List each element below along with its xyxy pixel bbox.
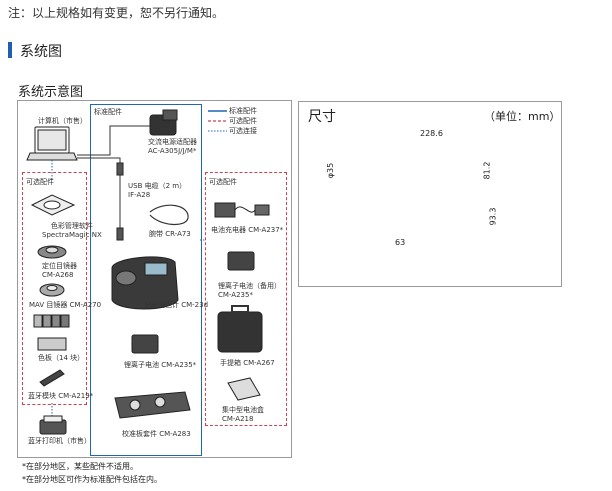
device-label: 分光测色计 CM-23d [144, 301, 209, 309]
color-tiles-icon [33, 314, 70, 328]
dimensions-title: 尺寸 [308, 109, 336, 125]
usb-cable-icon [116, 162, 124, 241]
mav-mask-label: MAV 目镜器 CM-A270 [29, 301, 102, 309]
target-mask-icon [37, 245, 67, 259]
spare-battery-icon [227, 251, 255, 271]
legend-optional-conn: 可选连接 [229, 127, 257, 135]
battery-label: 锂离子电池 CM-A235* [124, 361, 197, 369]
footnote-2: *在部分地区可作为标准配件包括在内。 [22, 475, 162, 484]
adapter-label: 交流电源适配器 AC-A305J/J/M* [148, 138, 197, 155]
calibration-kit-icon [114, 391, 191, 419]
bluetooth-label: 蓝牙模块 CM-A219* [28, 392, 94, 400]
bluetooth-module-icon [39, 369, 65, 387]
left-optional-label: 可选配件 [26, 178, 54, 186]
color-tiles-label: 色板（14 块） [38, 354, 85, 362]
footnote-1: *在部分地区，某些配件不适用。 [22, 462, 138, 471]
color-tiles-14-icon [37, 337, 67, 351]
battery-case-label: 集中型电池盒 CM-A218 [222, 406, 264, 423]
spare-battery-label: 锂离子电池（备用） CM-A235* [218, 282, 281, 299]
battery-charger-icon [214, 202, 270, 218]
wrist-strap-icon [149, 204, 189, 225]
legend-standard: 标准配件 [229, 107, 257, 115]
ac-adapter-icon [149, 109, 178, 136]
computer-icon [26, 126, 78, 161]
battery-case-icon [227, 377, 261, 401]
right-optional-label: 可选配件 [209, 178, 237, 186]
spec-change-notice: 注：以上规格如有变更，恕不另行通知。 [8, 6, 225, 20]
standard-accessories-box [90, 104, 202, 456]
section-accent-bar [8, 42, 12, 58]
usb-label: USB 电缆（2 m） IF-A28 [128, 182, 187, 199]
dimensions-unit: （单位：mm） [484, 110, 561, 123]
dim-width: 228.6 [420, 129, 443, 138]
adapter-cable [77, 125, 150, 156]
battery-icon [131, 334, 159, 354]
std-accessory-label: 标准配件 [94, 108, 122, 116]
dimensions-panel [298, 101, 562, 287]
carrying-case-icon [217, 305, 263, 353]
dim-width2: 63 [395, 238, 406, 247]
software-label: 色彩管理软件 SpectraMagic NX [42, 222, 102, 239]
charger-label: 电池充电器 CM-A237* [211, 226, 284, 234]
section-title: 系统图 [20, 44, 62, 60]
dim-diameter: φ35 [326, 162, 336, 179]
target-mask-label: 定位目镜器 CM-A268 [42, 262, 77, 279]
calibration-kit-label: 校准板套件 CM-A283 [122, 430, 191, 438]
printer-label: 蓝牙打印机（市售） [28, 437, 91, 445]
strap-label: 腕带 CR-A73 [149, 230, 191, 238]
dim-height2: 93.3 [488, 207, 498, 226]
mav-mask-icon [39, 283, 65, 297]
printer-icon [39, 415, 67, 435]
software-cd-icon [30, 194, 76, 216]
case-label: 手提箱 CM-A267 [220, 359, 275, 367]
computer-label: 计算机（市售） [38, 117, 87, 125]
left-optional-box [22, 172, 87, 405]
usb-cable [77, 157, 121, 240]
subsection-title: 系统示意图 [18, 85, 84, 100]
legend-optional: 可选配件 [229, 117, 257, 125]
dim-height1: 81.2 [482, 161, 492, 180]
spectrophotometer-icon [111, 256, 179, 310]
right-optional-box [205, 172, 287, 426]
